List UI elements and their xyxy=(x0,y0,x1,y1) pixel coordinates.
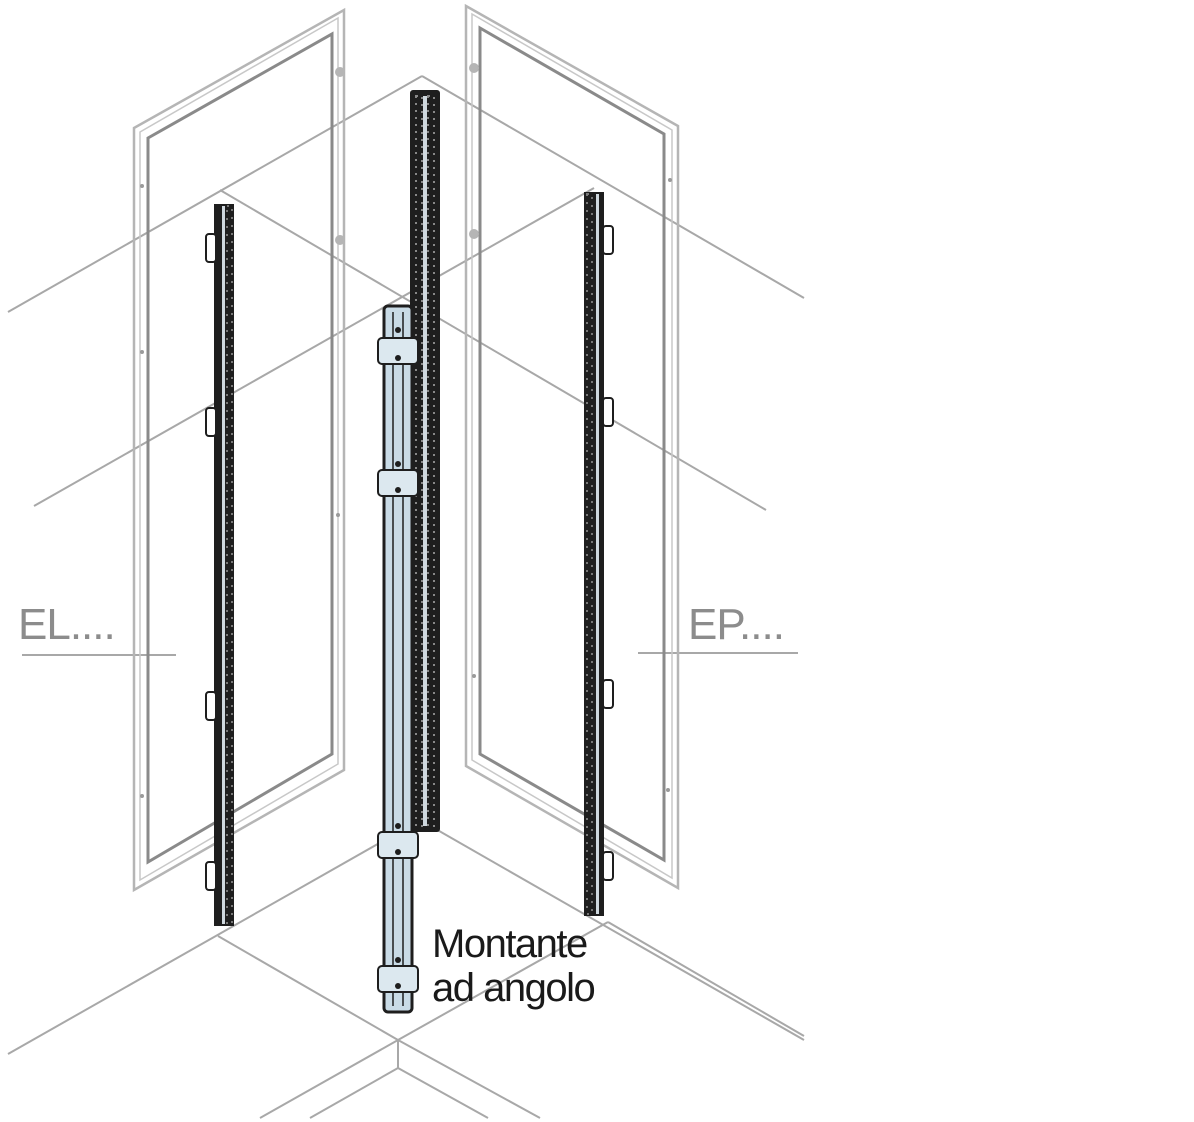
left-panel-code-label: EL.... xyxy=(18,600,116,649)
right-rail xyxy=(584,192,614,916)
corner-upright-label-line2: ad angolo xyxy=(432,966,596,1010)
corner-upright-label: Montante ad angolo xyxy=(432,922,596,1010)
corner-upright-label-line1: Montante xyxy=(432,922,588,966)
right-panel-code-label: EP.... xyxy=(688,600,785,649)
back-corner-rail xyxy=(410,90,440,832)
left-rail xyxy=(205,204,234,926)
right-panel-frame xyxy=(464,3,680,891)
guide-lines xyxy=(7,75,805,1119)
corner-upright xyxy=(377,304,419,1014)
left-panel-frame xyxy=(132,7,346,893)
